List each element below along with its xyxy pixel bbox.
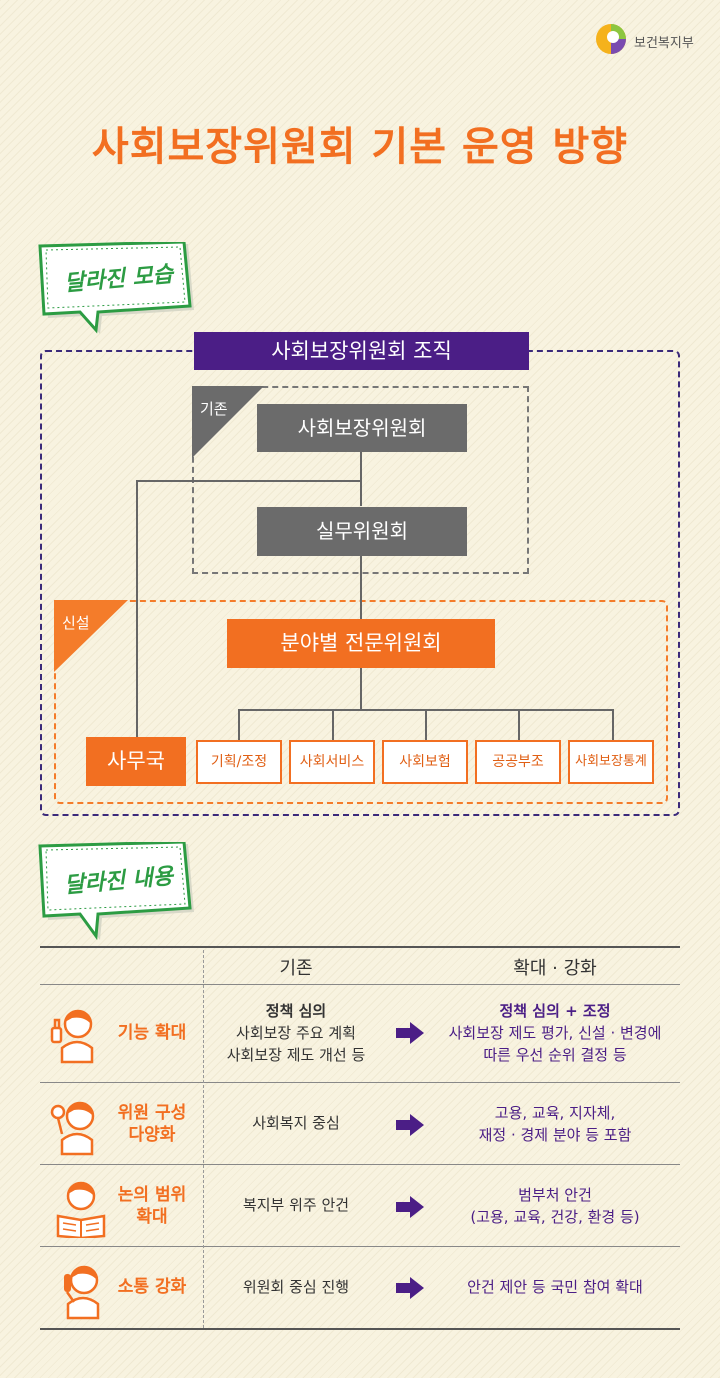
connector-line	[425, 709, 427, 740]
existing-corner-tag	[192, 386, 264, 458]
row-label: 기능 확대	[117, 1023, 187, 1043]
ok-sign-person-icon	[50, 1101, 95, 1156]
new-label: 신설	[62, 614, 90, 632]
expanded-cell: 고용, 교육, 지자체, 재정 · 경제 분야 등 포함	[478, 1104, 632, 1144]
table-header-rule	[40, 984, 680, 985]
existing-label: 기존	[200, 400, 228, 418]
social-security-committee-node: 사회보장위원회	[257, 404, 467, 452]
ministry-logo: 보건복지부	[594, 22, 714, 58]
arrow-right-icon	[396, 1022, 424, 1044]
thumbs-up-person-icon	[50, 1009, 94, 1064]
reading-person-icon	[56, 1181, 106, 1238]
table-row-rule	[40, 1082, 680, 1083]
arrow-right-icon	[396, 1196, 424, 1218]
row-label: 논의 범위 확대	[117, 1185, 187, 1227]
expanded-cell: 범부처 안건 (고용, 교육, 건강, 환경 등)	[470, 1186, 640, 1226]
ministry-logo-icon	[596, 24, 626, 54]
connector-line	[518, 709, 520, 740]
speech-bubble-icon	[38, 842, 194, 940]
existing-cell: 사회복지 중심	[252, 1114, 340, 1132]
subcommittee-social-service: 사회서비스	[289, 740, 375, 784]
expert-committee-node: 분야별 전문위원회	[227, 619, 495, 668]
speech-bubble-icon	[38, 242, 194, 334]
row-label: 소통 강화	[117, 1277, 187, 1297]
connector-line	[360, 452, 362, 506]
org-chart-title: 사회보장위원회 조직	[194, 332, 529, 370]
connector-line	[136, 480, 138, 738]
table-row-rule	[40, 1164, 680, 1165]
connector-line	[360, 668, 362, 710]
header-expanded: 확대 · 강화	[513, 958, 597, 979]
subcommittee-social-insurance: 사회보험	[382, 740, 468, 784]
new-corner-tag	[54, 600, 128, 672]
expanded-cell: 안건 제안 등 국민 참여 확대	[467, 1278, 643, 1296]
connector-line	[332, 709, 334, 740]
subcommittee-statistics: 사회보장통계	[568, 740, 654, 784]
table-row-rule	[40, 1246, 680, 1247]
connector-line	[360, 556, 362, 620]
phone-person-icon	[64, 1265, 100, 1320]
subcommittee-planning: 기획/조정	[196, 740, 282, 784]
table-top-rule	[40, 946, 680, 948]
ministry-name: 보건복지부	[634, 36, 694, 51]
subcommittee-public-assistance: 공공부조	[475, 740, 561, 784]
connector-line	[136, 480, 362, 482]
existing-cell: 정책 심의 사회보장 주요 계획 사회보장 제도 개선 등	[226, 1002, 366, 1064]
page-title: 사회보장위원회 기본 운영 방향	[91, 124, 629, 170]
existing-cell: 복지부 위주 안건	[242, 1196, 350, 1214]
secretariat-node: 사무국	[86, 737, 186, 786]
expanded-cell: 정책 심의 + 조정 사회보장 제도 평가, 신설 · 변경에 따른 우선 순위…	[448, 1002, 662, 1064]
table-column-divider	[203, 950, 204, 1328]
working-committee-node: 실무위원회	[257, 507, 467, 556]
connector-line	[238, 709, 240, 740]
connector-line	[612, 709, 614, 740]
changed-content-bubble: 달라진 내용	[38, 842, 198, 940]
arrow-right-icon	[396, 1114, 424, 1136]
row-label: 위원 구성 다양화	[117, 1103, 187, 1145]
existing-cell: 위원회 중심 진행	[242, 1278, 350, 1296]
arrow-right-icon	[396, 1277, 424, 1299]
header-existing: 기존	[279, 958, 313, 979]
changed-appearance-bubble: 달라진 모습	[38, 242, 198, 334]
table-bottom-rule	[40, 1328, 680, 1330]
